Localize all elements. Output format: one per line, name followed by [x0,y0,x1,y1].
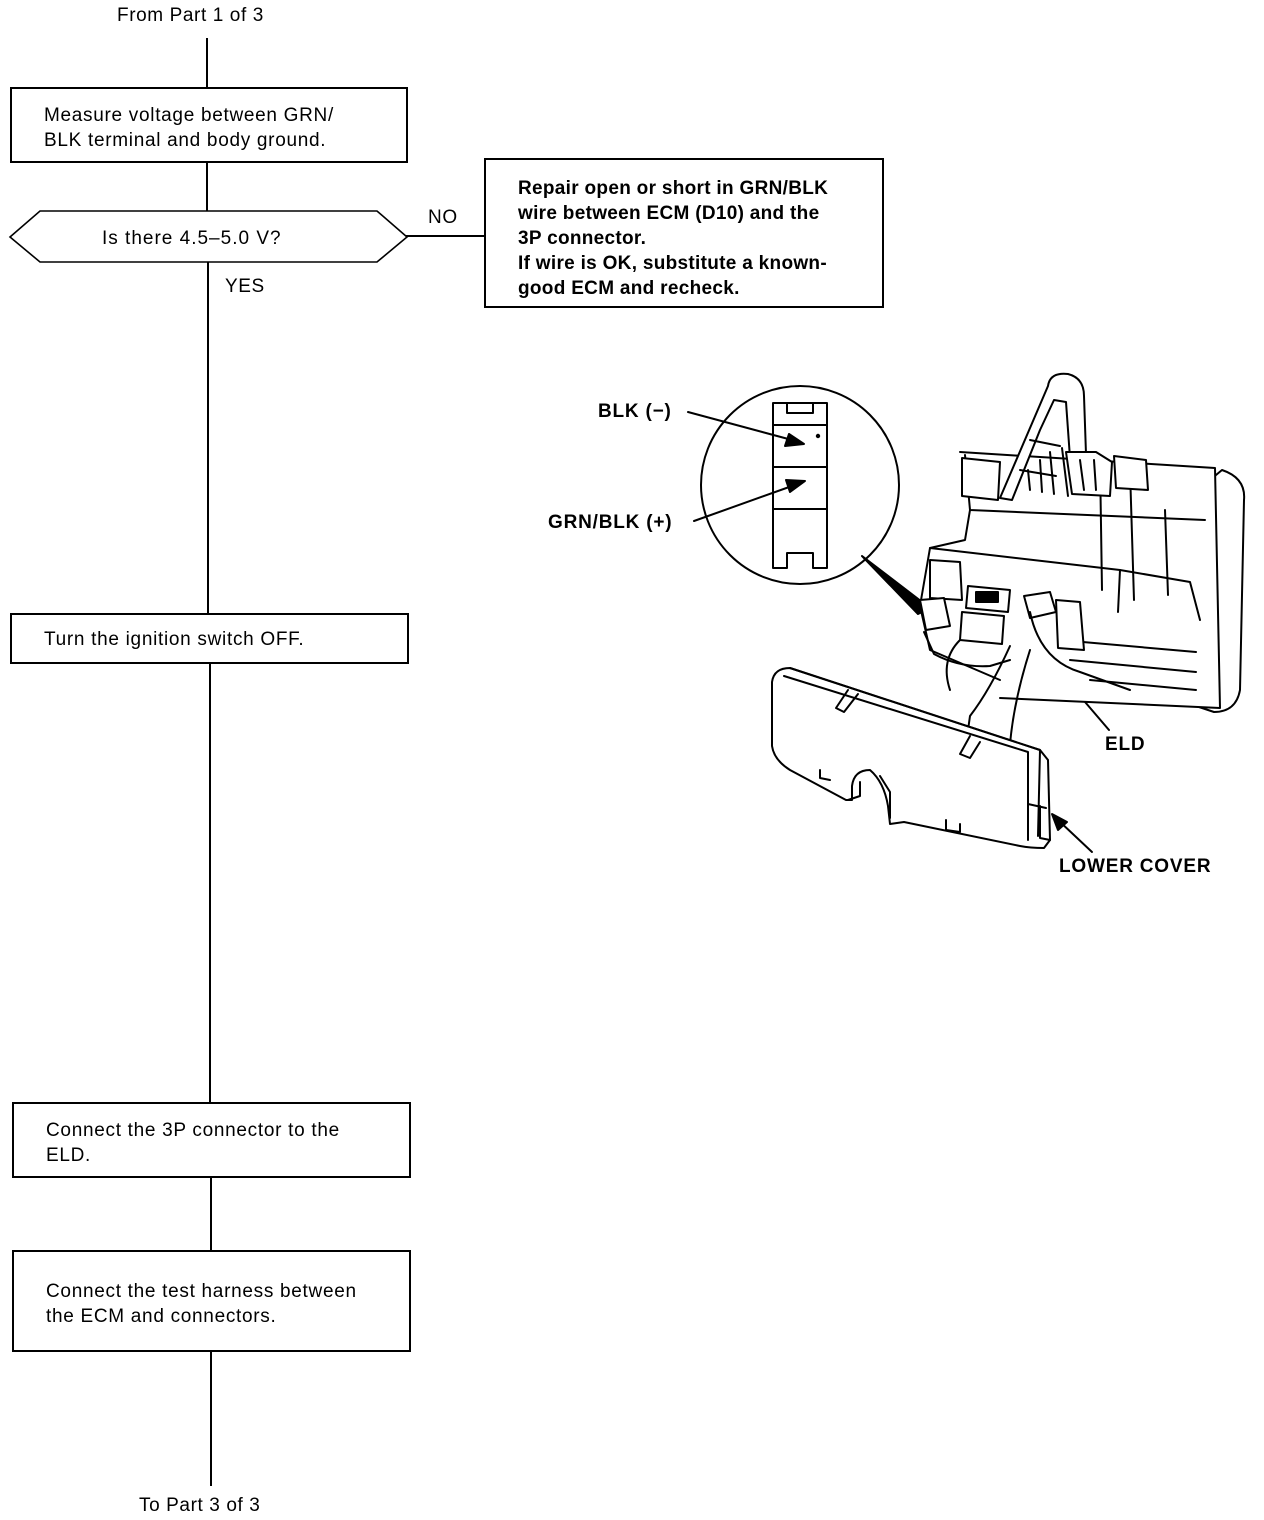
flow-line-step3-step4 [210,1176,212,1252]
grn-blk-positive-label: GRN/BLK (+) [548,512,673,533]
decision-question: Is there 4.5–5.0 V? [102,228,282,249]
flow-line-top [206,38,208,88]
from-part-reference: From Part 1 of 3 [117,5,264,26]
flow-line-bottom [210,1350,212,1486]
cover-arrowhead [1051,813,1068,831]
blk-negative-label: BLK (−) [598,401,672,422]
flow-line-step2-step3 [209,662,211,1104]
step-connect-3p-text: Connect the 3P connector to the ELD. [46,1120,340,1166]
flow-line-step1-decision [206,162,208,212]
blk-arrowhead [784,433,805,447]
step-connect-3p: Connect the 3P connector to the ELD. [12,1102,411,1178]
yes-branch-label: YES [225,276,265,297]
step-ignition-off-text: Turn the ignition switch OFF. [44,629,305,650]
fuse-box-unit [919,372,1246,745]
flow-line-yes [207,262,209,614]
no-action-box: Repair open or short in GRN/BLK wire bet… [484,158,884,308]
no-action-text: Repair open or short in GRN/BLK wire bet… [518,178,829,299]
eld-label: ELD [1105,734,1146,755]
step-measure-voltage-text: Measure voltage between GRN/ BLK termina… [44,105,334,151]
grn-arrowhead [785,479,806,493]
no-branch-label: NO [428,207,458,228]
step-measure-voltage: Measure voltage between GRN/ BLK termina… [10,87,408,163]
lower-cover-label: LOWER COVER [1059,856,1212,877]
step-ignition-off: Turn the ignition switch OFF. [10,613,409,664]
step-connect-harness-text: Connect the test harness between the ECM… [46,1281,357,1327]
to-part-reference: To Part 3 of 3 [139,1495,261,1516]
lower-cover [771,667,1051,849]
step-connect-harness: Connect the test harness between the ECM… [12,1250,411,1352]
connector-lock-tab [786,402,814,414]
flow-line-no [405,235,485,237]
